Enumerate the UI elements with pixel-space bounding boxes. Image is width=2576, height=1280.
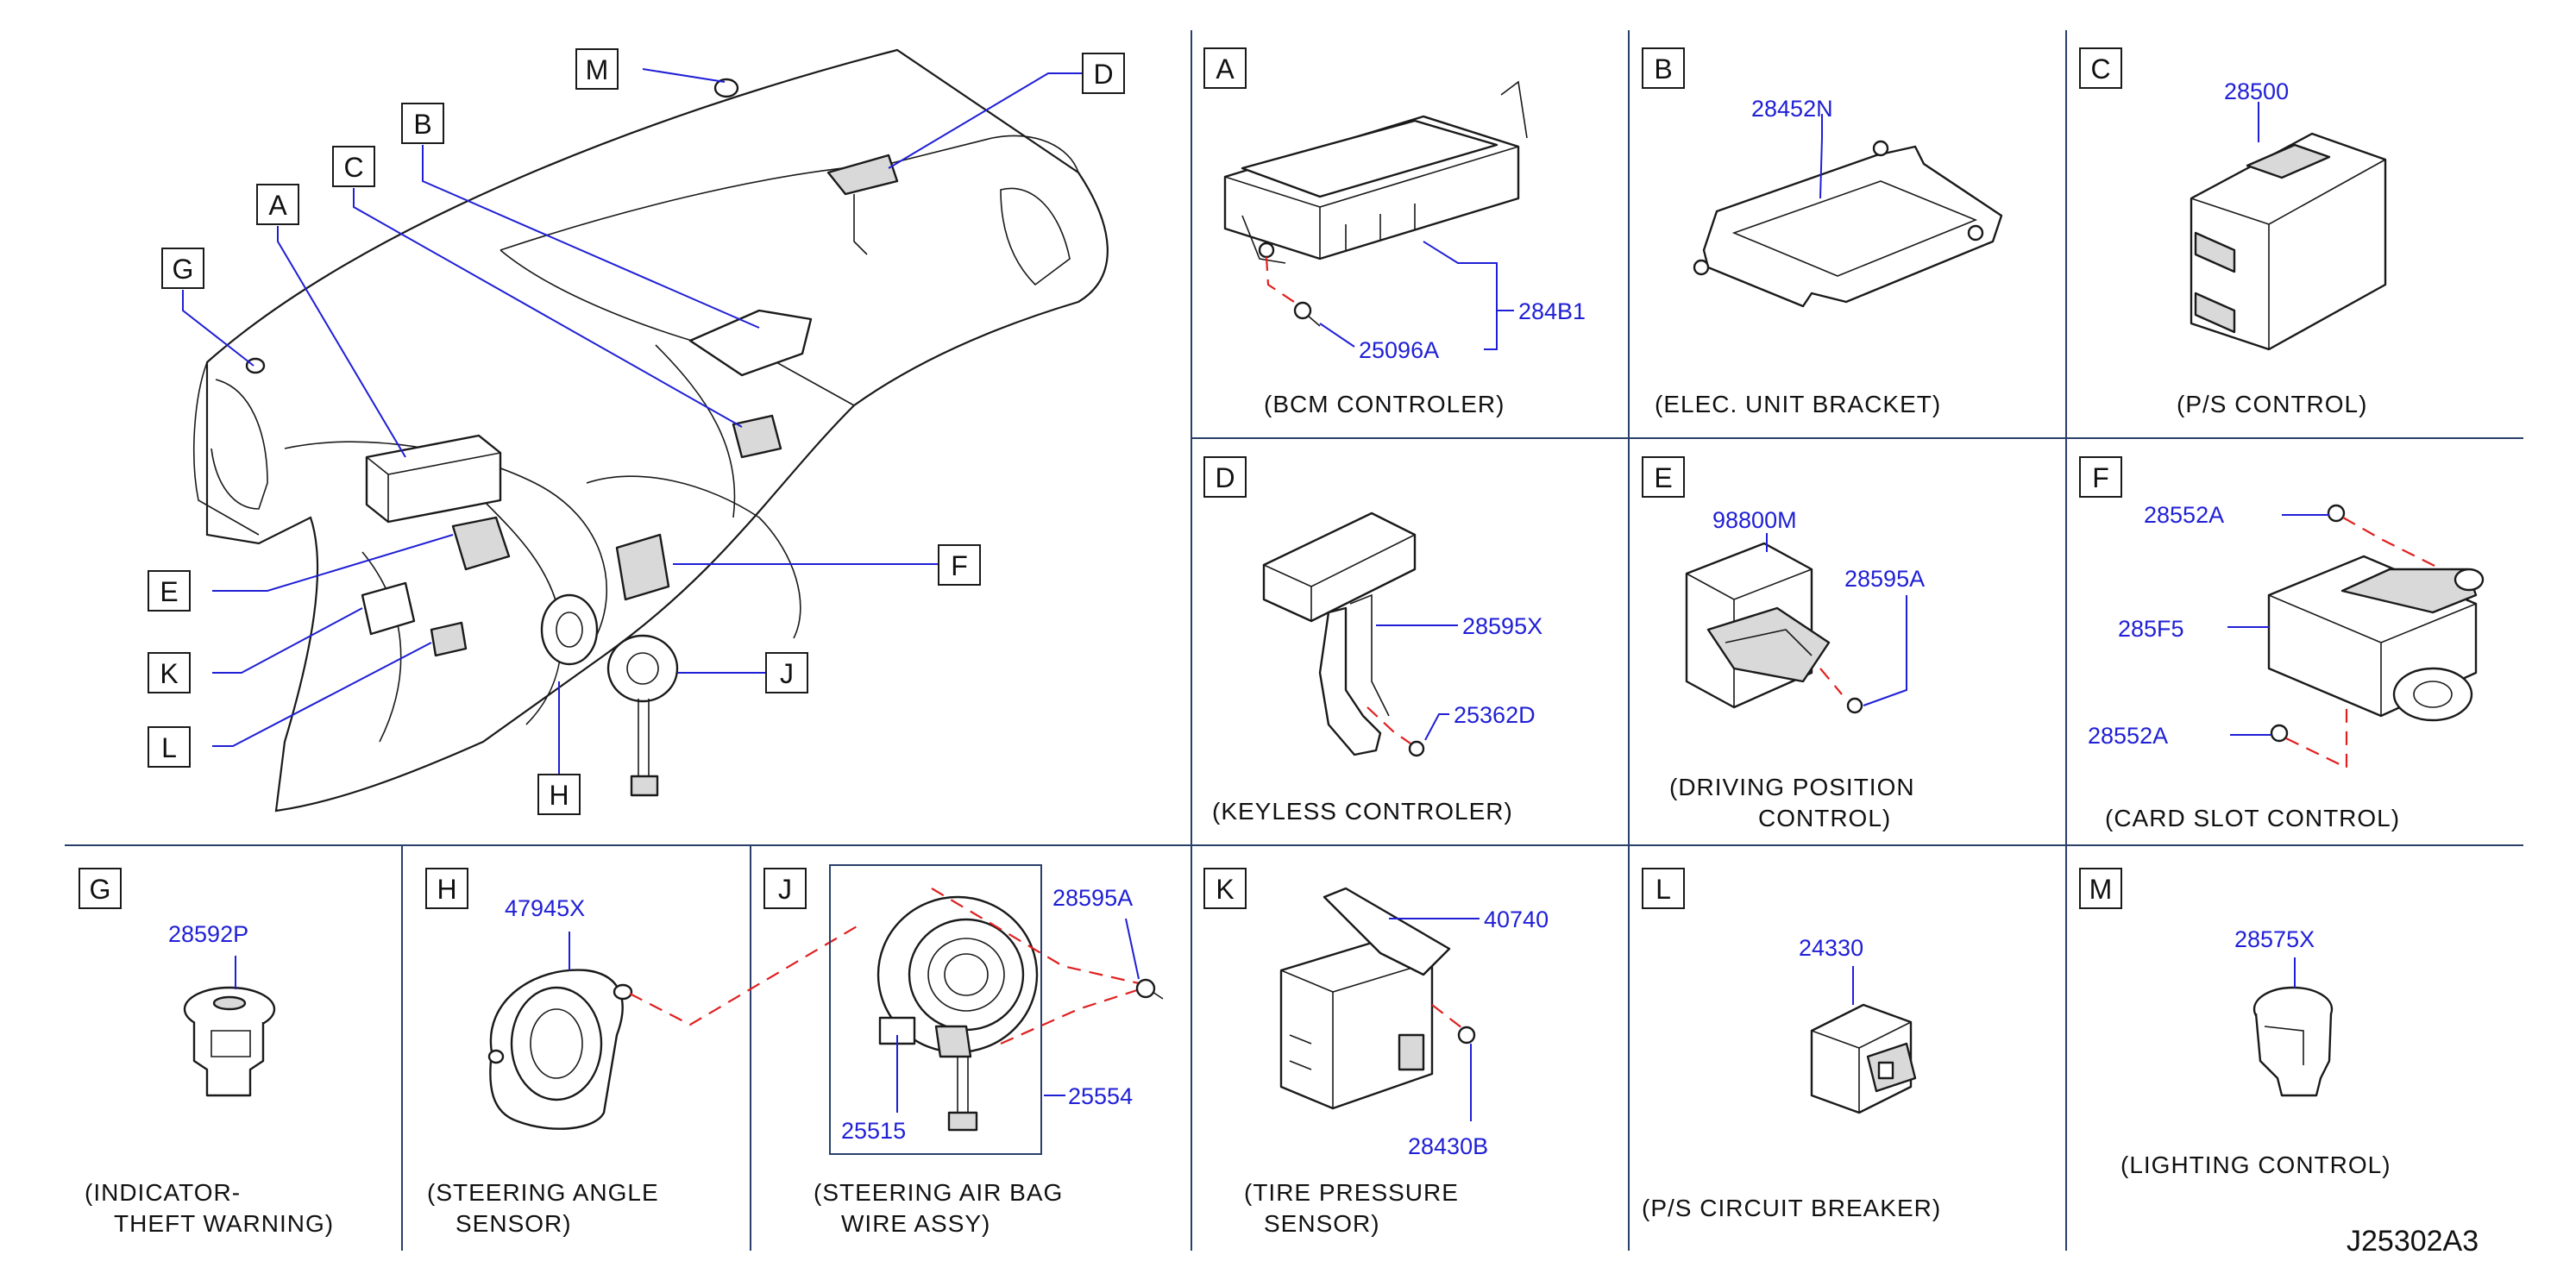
caption-b: (ELEC. UNIT BRACKET): [1655, 391, 1941, 417]
caption-g-1: (INDICATOR-: [85, 1179, 241, 1206]
callout-L: L: [161, 732, 177, 763]
panel-a-letter: A: [1216, 53, 1235, 85]
panel-e-letter: E: [1654, 462, 1672, 493]
caption-e-2: CONTROL): [1758, 805, 1891, 831]
panel-m-letter: M: [2089, 874, 2113, 905]
panel-k-letter: K: [1216, 874, 1234, 905]
part-28595X: 28595X: [1462, 613, 1542, 639]
panel-grid: [65, 30, 2523, 1251]
overview-callouts: M D B C A G E F K L J H: [148, 48, 1125, 815]
part-28575X: 28575X: [2234, 926, 2315, 952]
panel-f: F 28552A 285F5 28552A (CARD SLOT CONTROL…: [2079, 456, 2485, 831]
caption-g-2: THEFT WARNING): [114, 1210, 334, 1237]
panel-l-letter: L: [1656, 874, 1671, 905]
part-25554: 25554: [1068, 1083, 1133, 1109]
caption-f: (CARD SLOT CONTROL): [2105, 805, 2400, 831]
part-47945X: 47945X: [505, 895, 585, 921]
panel-m: M 28575X (LIGHTING CONTROL): [2079, 868, 2391, 1178]
part-285F5: 285F5: [2118, 616, 2184, 642]
panel-g: G 28592P (INDICATOR- THEFT WARNING): [79, 868, 334, 1237]
part-28452N: 28452N: [1751, 96, 1833, 122]
panel-f-letter: F: [2092, 462, 2109, 493]
panel-k: K 40740 28430B (TIRE PRESSURE SENSOR): [1203, 868, 1549, 1237]
callout-A: A: [268, 190, 287, 221]
panel-d: D 28595X 25362D (KEYLESS CONTROLER): [1203, 456, 1542, 825]
panel-a: A 25096A 284B1 (BCM CONTROLER): [1203, 47, 1586, 417]
part-28552A-bottom: 28552A: [2088, 723, 2168, 749]
part-28595A-j: 28595A: [1052, 885, 1133, 911]
caption-j-2: WIRE ASSY): [841, 1210, 990, 1237]
panel-c: C 28500 (P/S CONTROL): [2079, 47, 2387, 417]
part-98800M: 98800M: [1712, 507, 1797, 533]
panel-b: B 28452N (ELEC. UNIT BRACKET): [1642, 47, 2003, 417]
panel-b-letter: B: [1654, 53, 1672, 85]
callout-C: C: [343, 152, 363, 183]
caption-c: (P/S CONTROL): [2177, 391, 2367, 417]
callout-D: D: [1093, 59, 1113, 90]
part-25515: 25515: [841, 1118, 906, 1144]
panel-c-letter: C: [2090, 53, 2110, 85]
drawing-id: J25302A3: [2347, 1225, 2479, 1258]
callout-E: E: [160, 576, 178, 607]
panel-l: L 24330 (P/S CIRCUIT BREAKER): [1642, 868, 1941, 1221]
part-28430B: 28430B: [1408, 1133, 1488, 1159]
callout-F: F: [951, 550, 968, 581]
caption-l: (P/S CIRCUIT BREAKER): [1642, 1195, 1941, 1221]
panel-h-letter: H: [437, 874, 456, 905]
panel-d-letter: D: [1215, 462, 1235, 493]
part-28595A: 28595A: [1844, 566, 1925, 592]
overview-dashboard: [193, 48, 1109, 813]
part-28500: 28500: [2224, 78, 2289, 104]
caption-h-1: (STEERING ANGLE: [427, 1179, 659, 1206]
callout-G: G: [173, 254, 194, 285]
callout-M: M: [586, 54, 609, 85]
callout-B: B: [413, 109, 431, 140]
callout-K: K: [160, 658, 178, 689]
caption-h-2: SENSOR): [456, 1210, 572, 1237]
panel-g-letter: G: [90, 874, 111, 905]
overview-leader-lines: [182, 68, 1083, 775]
caption-j-1: (STEERING AIR BAG: [814, 1179, 1063, 1206]
part-25362D: 25362D: [1454, 702, 1536, 728]
panel-h: H 47945X (STEERING ANGLE SENSOR): [425, 868, 864, 1237]
caption-a: (BCM CONTROLER): [1264, 391, 1505, 417]
panel-e: E 98800M 28595A (DRIVING POSITION CONTRO…: [1642, 456, 1925, 831]
part-24330: 24330: [1799, 935, 1863, 961]
part-284B1: 284B1: [1518, 298, 1586, 324]
part-28592P: 28592P: [168, 921, 248, 947]
part-40740: 40740: [1484, 907, 1549, 932]
callout-H: H: [549, 780, 569, 811]
panel-j-letter: J: [778, 874, 792, 905]
part-28552A-top: 28552A: [2144, 502, 2224, 528]
part-25096A: 25096A: [1359, 337, 1439, 363]
panel-j: J 28595A 25554 25515 (STEERING AIR BAG W…: [763, 864, 1164, 1237]
caption-m: (LIGHTING CONTROL): [2120, 1151, 2391, 1178]
caption-k-2: SENSOR): [1264, 1210, 1380, 1237]
caption-d: (KEYLESS CONTROLER): [1212, 798, 1513, 825]
caption-k-1: (TIRE PRESSURE: [1244, 1179, 1459, 1206]
caption-e-1: (DRIVING POSITION: [1669, 774, 1915, 800]
callout-J: J: [780, 658, 794, 689]
